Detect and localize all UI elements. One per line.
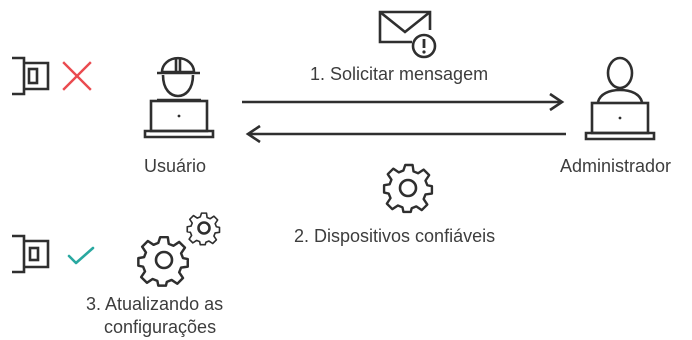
user-laptop-icon [143,56,215,139]
step3-label-line2: configurações [104,317,217,337]
arrow-left [245,124,566,144]
usb-allowed-icon [12,234,50,274]
step1-label: 1. Solicitar mensagem [310,64,489,84]
gears-icon [137,212,221,287]
user-label: Usuário [144,156,207,176]
step3-label-line1: 3. Atualizando as [86,294,224,314]
admin-label: Administrador [560,156,672,176]
blocked-cross-icon [62,61,92,91]
allowed-check-icon [67,246,95,265]
gear-icon [382,163,434,214]
usb-blocked-icon [12,56,50,96]
envelope-warning-icon [378,10,437,59]
arrow-right [242,92,565,112]
step2-label: 2. Dispositivos confiáveis [294,226,496,246]
admin-laptop-icon [584,56,656,141]
